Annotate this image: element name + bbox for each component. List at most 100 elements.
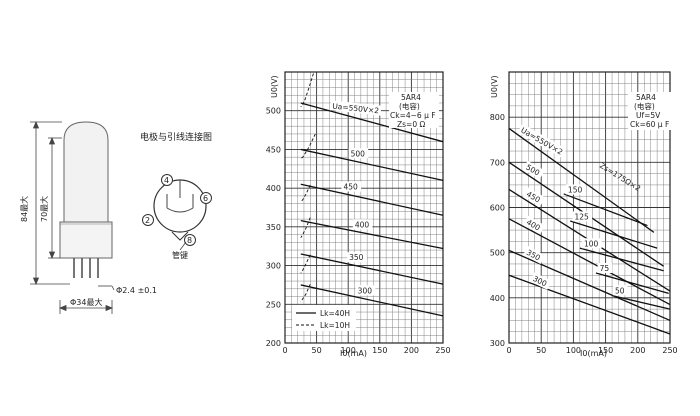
curve-label-bg [355,285,376,296]
curve-label-bg [341,181,362,192]
x-tick-label: 200 [404,346,419,355]
x-tick-label: 150 [372,346,387,355]
series-line [508,127,655,233]
dim-pin-diameter: Φ2.4 ±0.1 [116,286,157,295]
curve-label-bg [347,252,367,263]
zs-series-line [563,193,648,227]
curve-label-bg [523,215,546,235]
pin-2: 2 [145,216,150,225]
chart1-ylabel: U0(V) [270,75,279,98]
series-line [508,218,671,306]
chart2-curves [508,127,671,335]
series-line [300,220,444,250]
zs-series-line [579,247,664,272]
chart1-curves [300,73,444,317]
tube-pins [73,258,99,278]
curve-label-bg [529,272,552,290]
tube-base [59,221,113,259]
zs-series-label: 100 [584,239,599,248]
curve-label-bg [348,148,369,159]
y-tick-label: 450 [266,145,281,154]
chart2-xlabel: I0(mA) [580,349,607,358]
pin-circles [142,174,212,246]
key-notch [171,231,189,241]
curve-label-bg [523,187,546,207]
series-line [508,274,671,335]
y-tick-label: 800 [490,113,505,122]
zs-series-label: 50 [615,286,625,295]
zs-series-label: 125 [575,212,590,221]
chart1-xlabel: I0(mA) [340,349,367,358]
zs-series-line [569,220,658,249]
zs-series-label: 75 [600,264,610,273]
pin-8: 8 [187,236,192,245]
chart1-legend-box [292,305,356,331]
dim-pin-leader [98,285,115,291]
pin-6: 6 [203,194,208,203]
x-tick-label: 50 [536,346,546,355]
x-tick-label: 250 [662,346,677,355]
x-tick-label: 0 [506,346,511,355]
dim-body-height: 70最大 [39,196,49,222]
dashed-series-line [300,184,311,203]
dim-diameter-line [58,300,114,314]
y-tick-label: 600 [490,204,505,213]
dim-diameter: Φ34最大 [70,297,102,307]
curve-label-bg [517,123,567,158]
chart2-annotation-box [628,92,672,130]
y-tick-label: 500 [266,107,281,116]
series-label: 500 [351,149,366,158]
chart1-legend-solid: Lk=40H [320,309,350,318]
series-label: 400 [355,220,370,229]
curve-label-bg [612,285,628,296]
pin-internal-wiring [166,180,194,213]
plot-frame [508,71,671,344]
tube-envelope [63,121,109,223]
series-label: 300 [358,286,373,295]
chart1-annotation-2: (电容) [399,101,420,111]
chart2-annotation-1: 5AR4 [636,93,656,102]
series-line [300,183,444,216]
zs-series-label: 150 [568,186,583,195]
y-tick-label: 250 [266,300,281,309]
series-line [508,249,671,322]
curve-label-bg [352,219,373,230]
pin-diagram-title: 电极与引线连接图 [140,131,212,143]
curve-label-bg [565,184,586,195]
curve-label-bg [522,160,545,180]
key-label: 管键 [172,250,188,260]
curve-label-bg [572,211,593,222]
dashed-series-line [300,283,311,303]
chart2-annotation-2: (电容) [634,101,655,111]
chart1-annotation-3: Ck=4~6 μ F [390,111,436,120]
zs-label: Zs=175Ω×2 [598,161,642,193]
x-tick-label: 0 [282,346,287,355]
x-tick-label: 200 [630,346,645,355]
y-tick-label: 700 [490,158,505,167]
chart2-grid [508,71,671,344]
series-line [300,148,444,182]
zs-series-line [611,294,671,310]
series-line [300,102,444,143]
chart2-ylabel: U0(V) [490,75,499,98]
y-tick-label: 400 [490,294,505,303]
y-tick-label: 300 [490,339,505,348]
chart1-annotation-box [389,92,439,128]
y-tick-label: 400 [266,184,281,193]
y-tick-label: 500 [490,249,505,258]
dashed-series-line [300,133,316,160]
chart1-annotation-4: Zs=0 Ω [397,120,425,129]
y-tick-label: 200 [266,339,281,348]
x-tick-label: 250 [435,346,450,355]
chart1-annotation-1: 5AR4 [401,93,421,102]
series-label: 350 [349,253,364,262]
dashed-series-line [300,254,311,274]
curve-label-bg [329,100,382,116]
x-tick-label: 150 [598,346,613,355]
chart2-annotation-4: Ck=60 μ F [630,120,669,129]
curve-label-bg [523,246,546,265]
